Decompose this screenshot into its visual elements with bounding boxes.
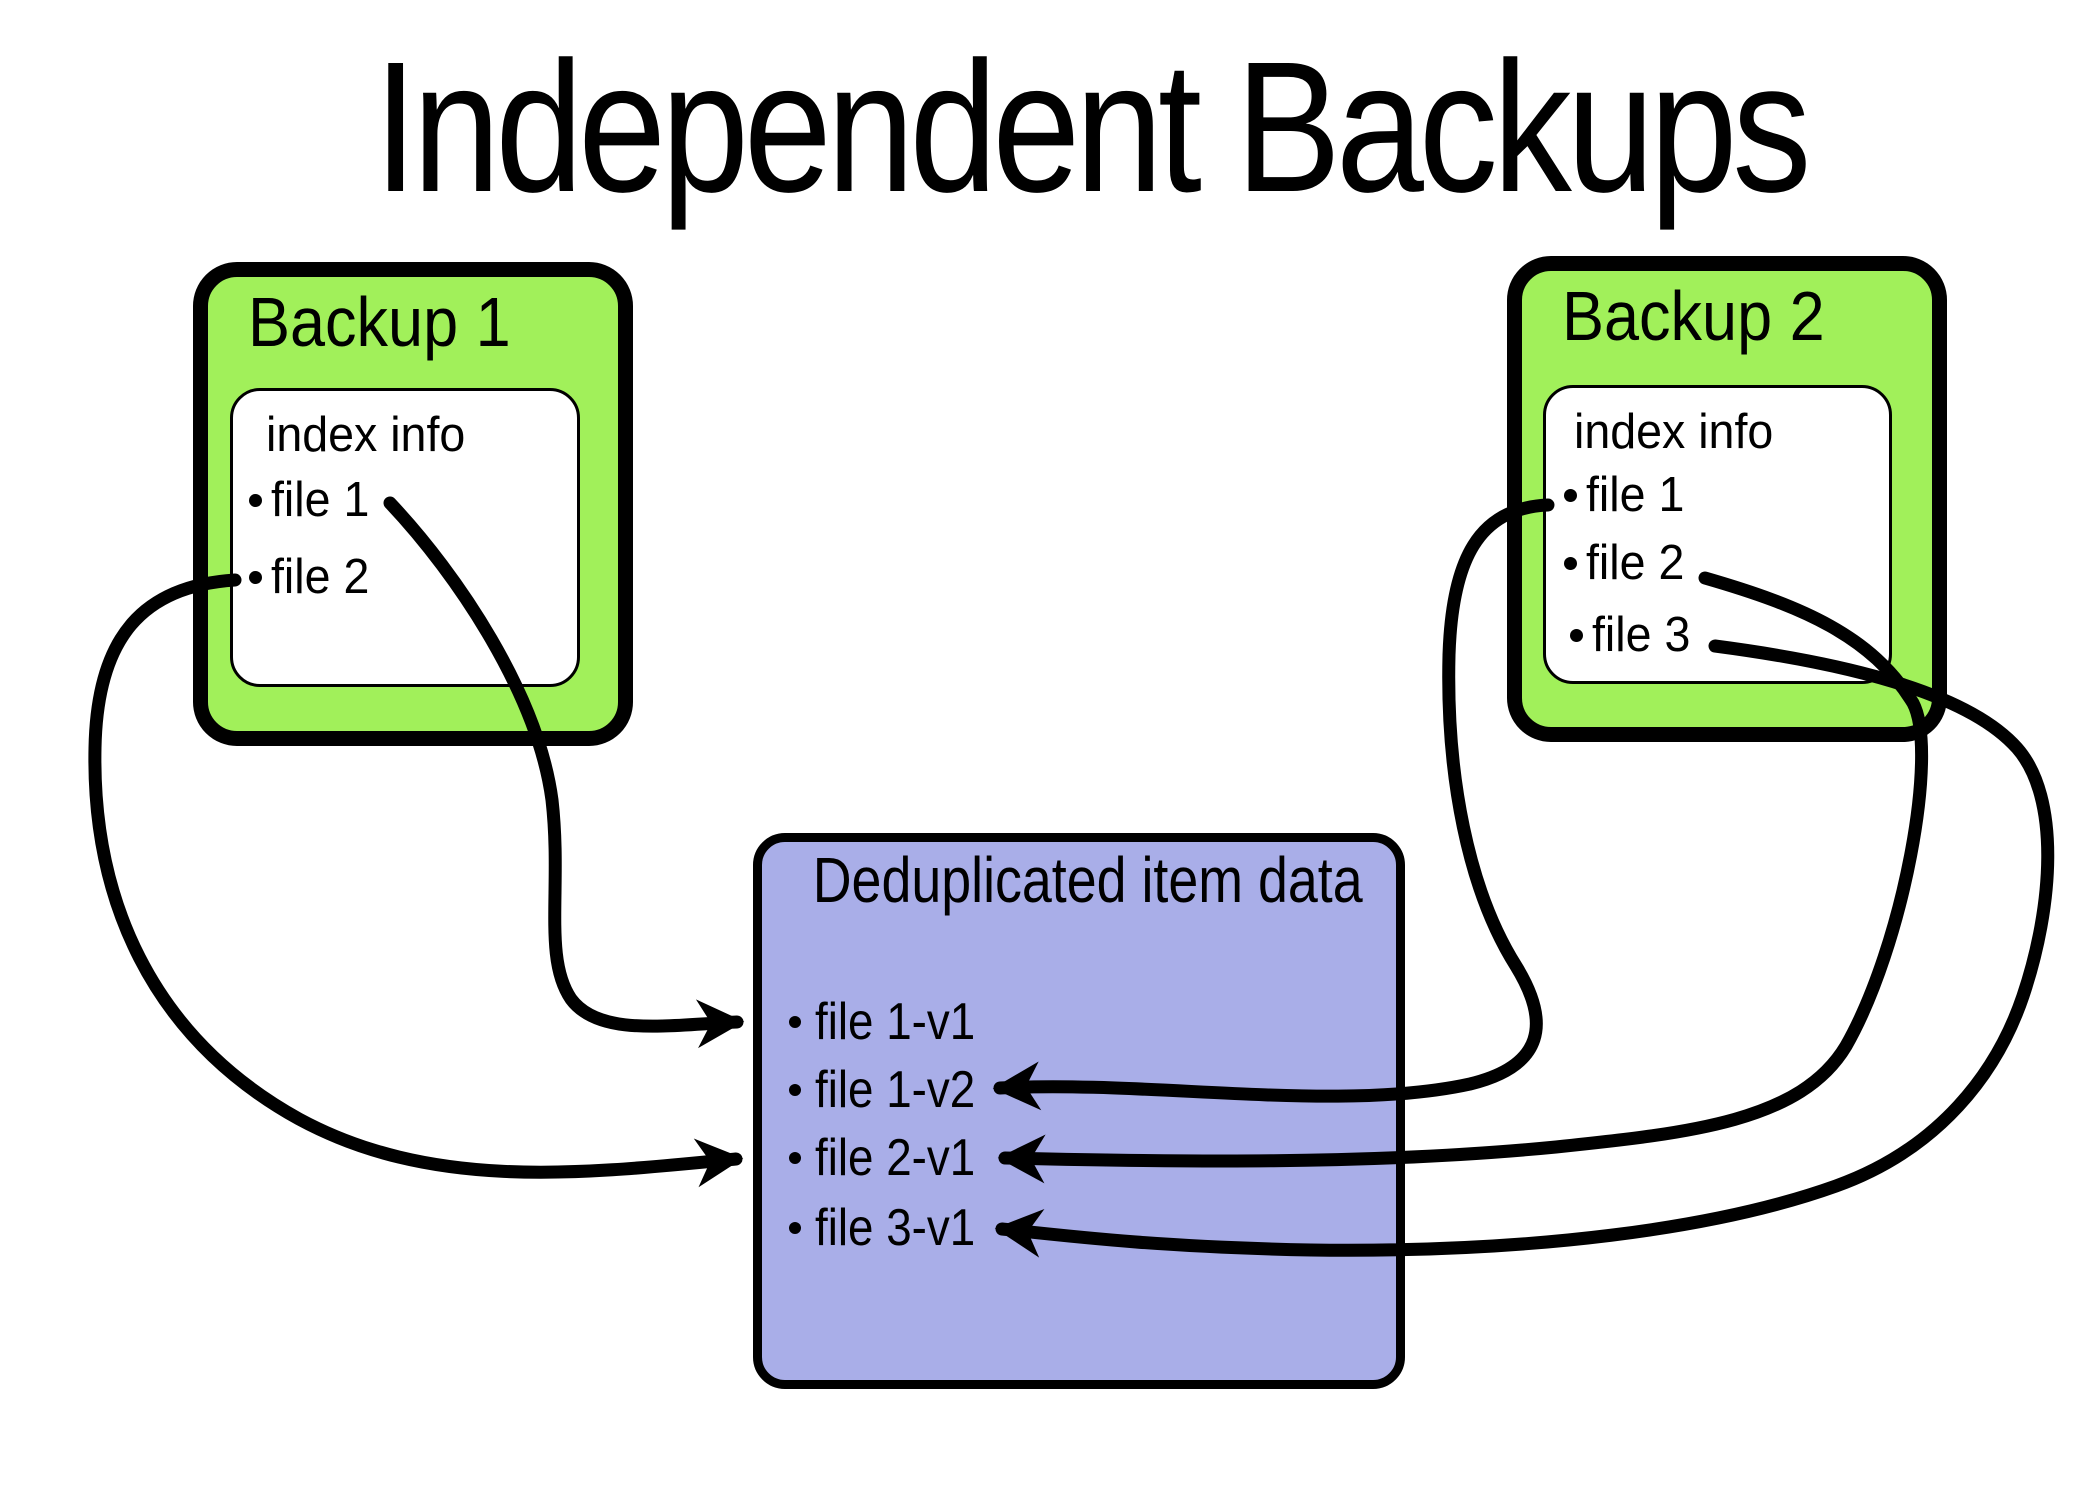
backup1-file1-item: file 1 [249, 476, 375, 525]
backup1-index-box: index info file 1 file 2 [230, 388, 580, 687]
bullet-icon [1564, 489, 1577, 502]
bullet-icon [789, 1222, 801, 1234]
dedup-file3-v1-label: file 3-v1 [815, 1199, 976, 1257]
backup1-index-title: index info [266, 408, 466, 462]
dedup-file2-v1-label: file 2-v1 [815, 1129, 976, 1187]
backup1-label: Backup 1 [248, 283, 511, 361]
backup2-label: Backup 2 [1562, 277, 1825, 355]
bullet-icon [249, 571, 262, 584]
backup2-file1-label: file 1 [1586, 468, 1685, 522]
backup2-file1-item: file 1 [1564, 471, 1690, 520]
bullet-icon [249, 494, 262, 507]
backup1-box: Backup 1 index info file 1 file 2 [193, 262, 633, 746]
dedup-label: Deduplicated item data [812, 844, 1363, 916]
dedup-item-file1-v2: file 1-v2 [789, 1064, 997, 1116]
backup2-box: Backup 2 index info file 1 file 2 file 3 [1507, 256, 1947, 742]
bullet-icon [1570, 629, 1583, 642]
backup2-file2-label: file 2 [1586, 536, 1685, 590]
backup2-index-title: index info [1574, 405, 1774, 459]
dedup-item-file3-v1: file 3-v1 [789, 1202, 997, 1254]
bullet-icon [789, 1152, 801, 1164]
bullet-icon [789, 1016, 801, 1028]
bullet-icon [789, 1084, 801, 1096]
dedup-item-file2-v1: file 2-v1 [789, 1132, 997, 1184]
backup1-file2-label: file 2 [271, 550, 370, 604]
dedup-box: Deduplicated item data file 1-v1 file 1-… [753, 833, 1405, 1389]
backup2-file2-item: file 2 [1564, 539, 1690, 588]
backup1-file1-label: file 1 [271, 473, 370, 527]
backup2-file3-item: file 3 [1570, 611, 1696, 660]
dedup-file1-v2-label: file 1-v2 [815, 1061, 976, 1119]
diagram-title: Independent Backups [373, 24, 1812, 231]
bullet-icon [1564, 557, 1577, 570]
backup2-index-box: index info file 1 file 2 file 3 [1543, 385, 1892, 684]
backup2-file3-label: file 3 [1592, 608, 1691, 662]
dedup-file1-v1-label: file 1-v1 [815, 993, 976, 1051]
backup1-file2-item: file 2 [249, 553, 375, 602]
dedup-item-file1-v1: file 1-v1 [789, 996, 997, 1048]
